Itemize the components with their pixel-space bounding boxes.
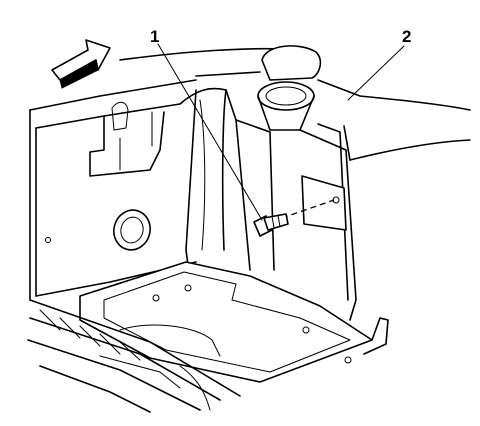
mounting-bracket bbox=[281, 123, 357, 321]
callout-1-leader bbox=[157, 43, 263, 221]
side-body-panel bbox=[195, 71, 471, 161]
tray-back-wall bbox=[29, 79, 197, 301]
callout-1-label: 1 bbox=[150, 27, 159, 46]
bolt bbox=[253, 213, 289, 237]
callout-2-leader bbox=[347, 45, 405, 101]
front-lower-panel bbox=[27, 299, 241, 413]
support-column bbox=[179, 87, 275, 281]
callout-2-label: 2 bbox=[402, 27, 411, 46]
forward-arrow-icon bbox=[51, 39, 111, 89]
reservoir bbox=[257, 45, 322, 131]
tray-floor bbox=[35, 261, 389, 383]
